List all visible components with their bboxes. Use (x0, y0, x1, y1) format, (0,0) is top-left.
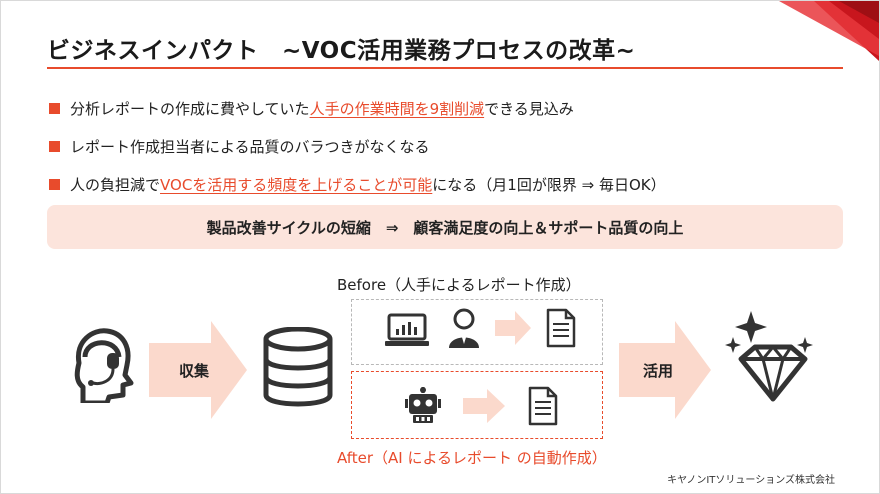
collect-arrow (149, 321, 247, 419)
bullet-text: 人の負担減で (70, 175, 161, 194)
bullet-text-post: になる（月1回が限界 ⇒ 毎日OK） (432, 175, 666, 194)
sparkle-icon (735, 311, 767, 343)
after-process-box (351, 371, 603, 439)
bullet-list: 分析レポートの作成に費やしていた人手の作業時間を9割削減できる見込み レポート作… (49, 89, 839, 203)
bullet-text: レポート作成担当者による品質のバラつきがなくなる (70, 137, 430, 156)
before-process-box (351, 299, 603, 365)
sparkle-icon (797, 337, 813, 353)
bullet-text-post: できる見込み (484, 99, 574, 118)
company-footer: キヤノンITソリューションズ株式会社 (667, 475, 835, 486)
bullet-text: 分析レポートの作成に費やしていた (70, 99, 310, 118)
after-label: After（AI によるレポート の自動作成） (337, 449, 607, 467)
bullet-highlight: VOCを活用する頻度を上げることが可能 (160, 175, 433, 194)
page-title: ビジネスインパクト ~VOC活用業務プロセスの改革~ (47, 38, 636, 64)
robot-icon (405, 387, 441, 423)
person-icon (449, 308, 479, 348)
corner-decoration (779, 1, 879, 61)
collect-label: 収集 (179, 362, 210, 380)
database-icon (263, 327, 333, 407)
process-arrow-after (463, 389, 505, 423)
bullet-square-icon (49, 178, 60, 190)
summary-banner: 製品改善サイクルの短縮 ⇒ 顧客満足度の向上＆サポート品質の向上 (47, 205, 843, 249)
before-label: Before（人手によるレポート作成） (337, 276, 581, 294)
bullet-highlight: 人手の作業時間を9割削減 (309, 99, 485, 118)
bullet-square-icon (49, 140, 60, 152)
diamond-icon (725, 311, 813, 402)
bullet-item: レポート作成担当者による品質のバラつきがなくなる (49, 127, 839, 165)
use-arrow (619, 321, 711, 419)
bullet-square-icon (49, 102, 60, 114)
document-icon (546, 308, 576, 348)
laptop-chart-icon (385, 313, 429, 346)
headset-operator-icon (74, 328, 134, 403)
document-icon (528, 386, 558, 426)
use-label: 活用 (643, 362, 674, 380)
bullet-item: 分析レポートの作成に費やしていた人手の作業時間を9割削減できる見込み (49, 89, 839, 127)
sparkle-icon (725, 337, 741, 353)
title-divider (47, 67, 843, 69)
process-arrow-before (495, 311, 531, 345)
